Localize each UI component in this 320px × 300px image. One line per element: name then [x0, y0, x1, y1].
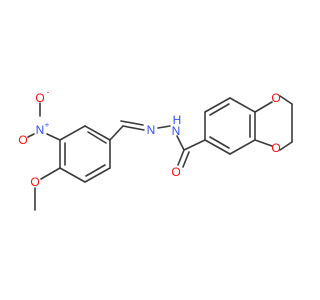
atom-n-amide: N	[172, 124, 181, 138]
atom-o-nitro-top: O	[35, 91, 44, 105]
charge-minus: -	[47, 88, 50, 97]
atom-n-nitro: N	[36, 123, 45, 137]
atom-n-imine: N	[147, 123, 156, 137]
atom-labels: O - N + O O N N H O O O	[18, 88, 280, 190]
atom-o-carbonyl: O	[171, 165, 180, 179]
atom-o-dioxane-bottom: O	[271, 141, 280, 155]
atom-o-dioxane-top: O	[271, 91, 280, 105]
bonds	[27, 95, 293, 211]
atom-o-methoxy: O	[30, 175, 39, 189]
atom-o-nitro-left: O	[18, 133, 27, 147]
molecule-diagram: O - N + O O N N H O O O	[18, 88, 293, 211]
charge-plus: +	[45, 121, 50, 130]
atom-h-amide: H	[173, 113, 182, 127]
